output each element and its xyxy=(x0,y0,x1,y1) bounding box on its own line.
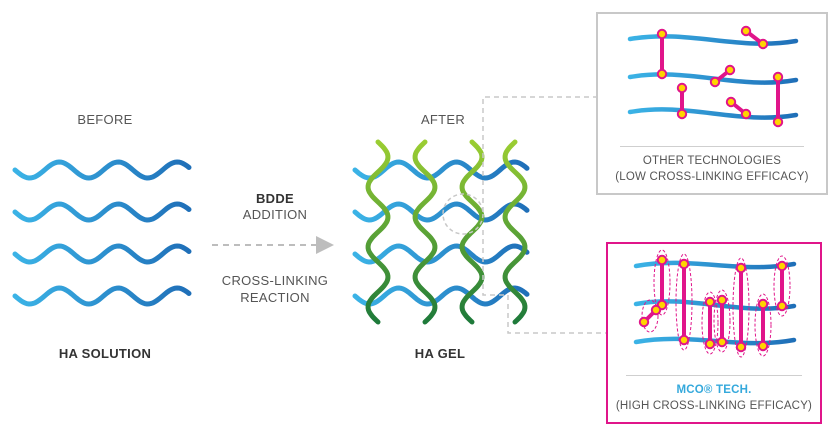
crosslink-node xyxy=(776,260,788,272)
crosslinker-strand xyxy=(502,139,528,325)
crosslinker-strand xyxy=(365,139,391,325)
crosslink-node xyxy=(772,116,784,128)
ha-fiber xyxy=(633,260,797,270)
mco-tech-subtitle: (HIGH CROSS-LINKING EFFICACY) xyxy=(615,400,813,412)
crosslink-halo xyxy=(754,293,772,357)
crosslink-node xyxy=(724,64,736,76)
crosslink-node xyxy=(704,338,716,350)
ha-strand xyxy=(12,243,192,265)
process-arrow xyxy=(212,236,334,254)
ha-gel-blue-waves xyxy=(352,159,530,307)
other-technologies-subtitle: (LOW CROSS-LINKING EFFICACY) xyxy=(615,171,809,183)
crosslink-node xyxy=(656,254,668,266)
crosslink-node xyxy=(757,298,769,310)
crosslink-halo xyxy=(773,255,791,317)
reaction-label: REACTION xyxy=(240,290,310,305)
crosslink-halo xyxy=(641,299,659,333)
connector-other xyxy=(482,96,596,212)
crosslink-node xyxy=(656,68,668,80)
crosslink-node xyxy=(716,294,728,306)
other-technologies-title: OTHER TECHNOLOGIES xyxy=(642,155,782,167)
after-label: AFTER xyxy=(420,112,466,127)
ha-strand xyxy=(352,243,530,265)
arrow-head xyxy=(316,236,334,254)
ha-strand xyxy=(12,201,192,223)
addition-label: ADDITION xyxy=(242,207,308,222)
ha-gel-label: HA GEL xyxy=(414,346,466,361)
crosslink-halo xyxy=(675,253,693,351)
crosslink-node xyxy=(772,71,784,83)
before-label: BEFORE xyxy=(77,112,133,127)
crosslink-node xyxy=(776,300,788,312)
crosslink-node xyxy=(650,304,662,316)
crosslink-node xyxy=(740,25,752,37)
ha-strand xyxy=(12,159,192,181)
mco-tech-panel: MCO® TECH. (HIGH CROSS-LINKING EFFICACY) xyxy=(606,242,822,424)
zoom-circle xyxy=(442,193,484,235)
ha-fiber xyxy=(627,107,799,120)
crosslinker-strand xyxy=(412,139,438,325)
ha-fiber xyxy=(627,34,799,46)
ha-strand xyxy=(352,285,530,307)
ha-strand xyxy=(12,285,192,307)
ha-solution-label: HA SOLUTION xyxy=(58,346,152,361)
bdde-label: BDDE xyxy=(255,191,295,206)
crosslink-node xyxy=(735,341,747,353)
ha-strand xyxy=(352,159,530,181)
mco-tech-title: MCO® TECH. xyxy=(676,384,752,396)
crosslink-node xyxy=(716,336,728,348)
crosslink-node xyxy=(709,76,721,88)
crosslink-node xyxy=(656,28,668,40)
crosslink-halo xyxy=(701,291,719,355)
crosslink-node xyxy=(638,316,650,328)
other-technologies-panel: OTHER TECHNOLOGIES (LOW CROSS-LINKING EF… xyxy=(596,12,828,195)
connector-mco xyxy=(482,230,606,334)
mco-tech-illustration xyxy=(633,249,797,358)
other-technologies-illustration xyxy=(627,25,799,128)
crosslink-halo xyxy=(732,257,750,358)
panel-divider xyxy=(620,146,804,147)
crosslink-node xyxy=(725,96,737,108)
cross-linking-label: CROSS-LINKING xyxy=(221,273,329,288)
crosslink-node xyxy=(678,334,690,346)
crosslink-node xyxy=(704,296,716,308)
crosslink-node xyxy=(678,258,690,270)
zoom-connector-lines xyxy=(442,96,606,334)
crosslink-node xyxy=(676,82,688,94)
crosslink-halo xyxy=(653,249,671,316)
crosslink-halo xyxy=(713,289,731,353)
ha-solution-waves xyxy=(12,159,192,307)
crosslink-node xyxy=(676,108,688,120)
ha-fiber xyxy=(633,336,797,346)
crosslink-node xyxy=(735,262,747,274)
panel-divider xyxy=(626,375,802,376)
crosslink-node xyxy=(757,38,769,50)
crosslink-node xyxy=(757,340,769,352)
ha-strand xyxy=(352,201,530,223)
crosslink-node xyxy=(740,108,752,120)
